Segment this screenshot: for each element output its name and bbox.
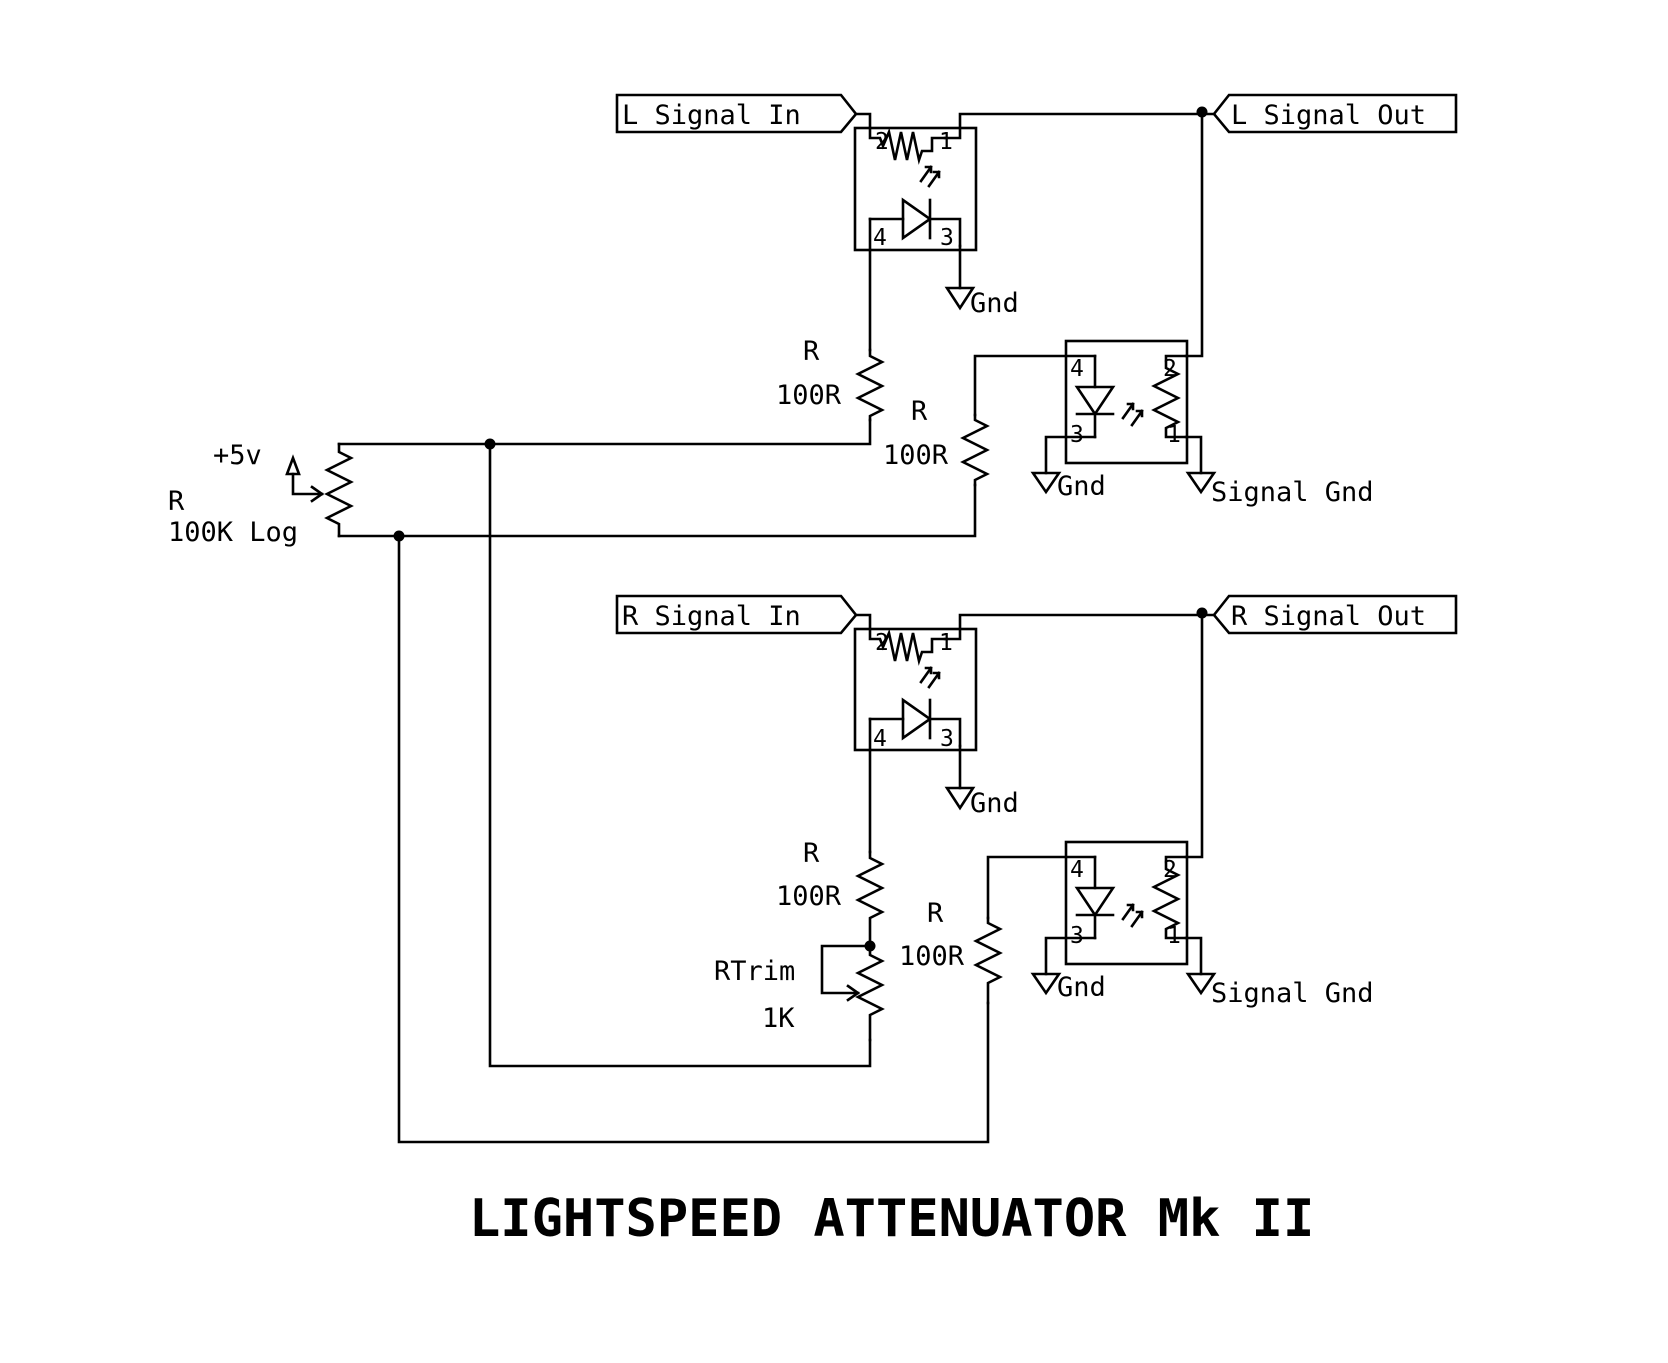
wire: [1184, 112, 1204, 358]
junction-dot: [1196, 106, 1208, 118]
signal-ground-symbol: Signal Gnd: [1185, 972, 1374, 1009]
wire: [1044, 435, 1097, 475]
port-r-signal-in: R Signal In: [615, 594, 858, 635]
ground-symbol: Gnd: [944, 286, 1019, 319]
wire: [943, 613, 1216, 641]
svg-text:1K: 1K: [762, 1003, 795, 1034]
svg-text:Gnd: Gnd: [1057, 972, 1106, 1003]
svg-text:3: 3: [1070, 923, 1084, 949]
wire: [1184, 613, 1204, 859]
resistor-100r-r2: R 100R: [899, 898, 1003, 1005]
ground-symbol: Gnd: [944, 786, 1019, 819]
svg-text:Signal Gnd: Signal Gnd: [1211, 477, 1374, 508]
svg-text:100R: 100R: [899, 941, 965, 972]
resistor-100r-r1: R 100R: [776, 838, 885, 947]
optocoupler-r-a: 2 1 4 3: [853, 613, 978, 752]
wire: [986, 855, 1097, 920]
trimmer-resistor-1k: RTrim 1K: [714, 944, 885, 1042]
svg-text:4: 4: [873, 225, 887, 251]
optocoupler-r-b: 4 2 3 1: [1064, 840, 1189, 966]
ground-symbol: Gnd: [1030, 471, 1106, 502]
svg-text:100R: 100R: [776, 380, 842, 411]
svg-text:RTrim: RTrim: [714, 956, 795, 987]
svg-text:3: 3: [940, 726, 954, 752]
svg-text:1: 1: [939, 630, 953, 656]
svg-text:3: 3: [940, 225, 954, 251]
svg-text:100R: 100R: [883, 440, 949, 471]
potentiometer-100k-log: +5v R 100K Log: [168, 440, 354, 548]
wire: [1184, 435, 1203, 475]
port-r-signal-out: R Signal Out: [1212, 594, 1458, 635]
svg-text:Gnd: Gnd: [970, 788, 1019, 819]
port-l-signal-out-label: L Signal Out: [1231, 100, 1426, 131]
svg-text:100R: 100R: [776, 881, 842, 912]
junction-dot: [1196, 607, 1208, 619]
svg-text:R: R: [911, 396, 928, 427]
svg-text:100K Log: 100K Log: [168, 517, 298, 548]
resistor-100r-l2: R 100R: [883, 396, 990, 487]
ground-symbol: Gnd: [1030, 972, 1106, 1003]
svg-text:R: R: [803, 838, 820, 869]
wire: [337, 418, 872, 446]
wire: [943, 112, 1216, 140]
svg-text:+5v: +5v: [213, 440, 262, 471]
wire: [337, 483, 977, 538]
optocoupler-l-a: 2 1 4 3: [853, 112, 978, 252]
optocoupler-l-b: 4 2 3 1: [1064, 339, 1189, 465]
svg-text:1: 1: [1167, 923, 1181, 949]
svg-text:4: 4: [1070, 356, 1084, 382]
port-l-signal-out: L Signal Out: [1212, 93, 1458, 134]
port-r-signal-out-label: R Signal Out: [1231, 601, 1426, 632]
svg-text:3: 3: [1070, 422, 1084, 448]
svg-text:R: R: [927, 898, 944, 929]
svg-text:2: 2: [1163, 857, 1177, 883]
port-r-signal-in-label: R Signal In: [622, 601, 801, 632]
svg-text:Signal Gnd: Signal Gnd: [1211, 978, 1374, 1009]
svg-text:1: 1: [1167, 422, 1181, 448]
signal-ground-symbol: Signal Gnd: [1185, 471, 1374, 508]
wire: [973, 354, 1097, 417]
resistor-100r-l1: R 100R: [776, 336, 885, 422]
svg-text:2: 2: [875, 630, 889, 656]
svg-text:Gnd: Gnd: [970, 288, 1019, 319]
svg-text:R: R: [803, 336, 820, 367]
svg-text:Gnd: Gnd: [1057, 471, 1106, 502]
port-l-signal-in: L Signal In: [615, 93, 858, 134]
svg-text:1: 1: [939, 129, 953, 155]
wire: [397, 534, 990, 1144]
diagram-title: LIGHTSPEED ATTENUATOR Mk II: [469, 1189, 1314, 1249]
svg-text:2: 2: [1163, 356, 1177, 382]
port-l-signal-in-label: L Signal In: [622, 100, 801, 131]
wire: [1044, 936, 1097, 976]
wire: [488, 442, 872, 1068]
svg-text:R: R: [168, 486, 185, 517]
svg-text:4: 4: [873, 726, 887, 752]
svg-text:4: 4: [1070, 857, 1084, 883]
svg-text:2: 2: [875, 129, 889, 155]
wire: [1184, 936, 1203, 976]
